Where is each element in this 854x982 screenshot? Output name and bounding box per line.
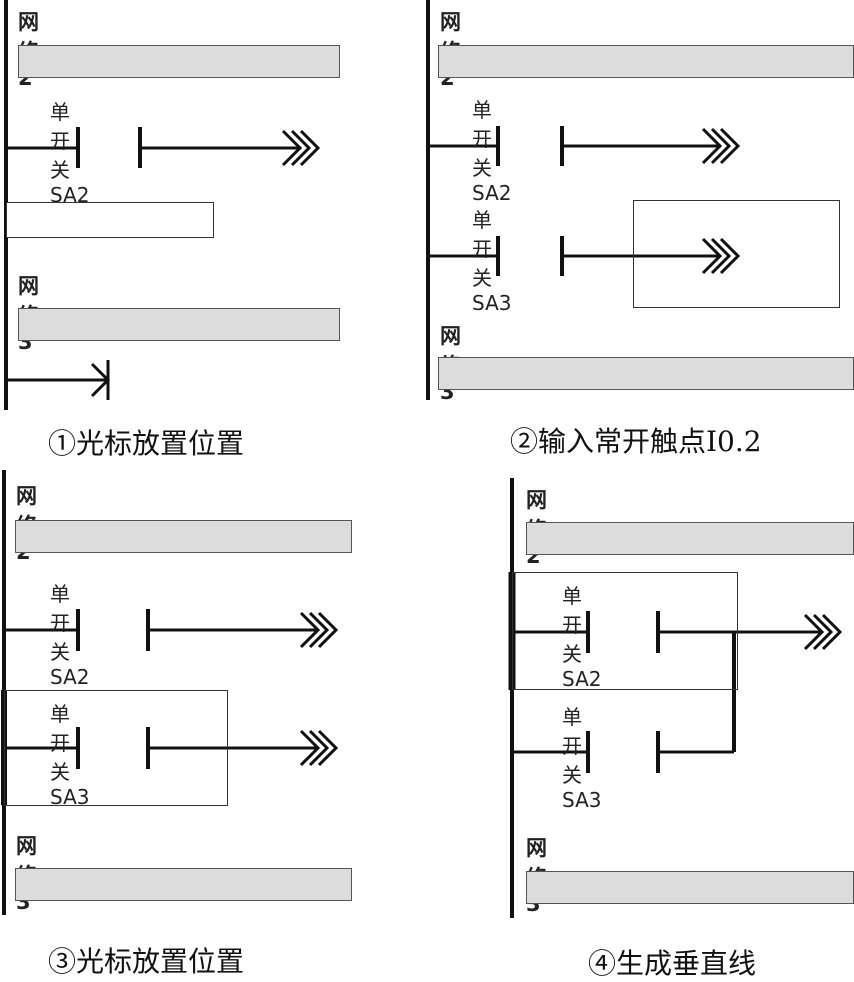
- contact-label-sa2: 单开关SA2: [562, 584, 602, 691]
- cursor-box[interactable]: [4, 690, 228, 806]
- cursor-box[interactable]: [512, 572, 738, 690]
- network-comment-bar[interactable]: [438, 45, 854, 78]
- contact-label-sa3: 单开关SA3: [562, 705, 602, 812]
- contact-label-sa2: 单开关SA2: [50, 582, 90, 689]
- network-comment-bar[interactable]: [438, 357, 854, 390]
- network-comment-bar[interactable]: [18, 308, 340, 341]
- network-comment-bar[interactable]: [526, 871, 854, 904]
- caption-2: ②输入常开触点I0.2: [510, 425, 762, 458]
- cursor-box[interactable]: [6, 202, 214, 238]
- caption-3: ③光标放置位置: [48, 945, 245, 978]
- network-comment-bar[interactable]: [18, 45, 340, 78]
- network-comment-bar[interactable]: [15, 868, 352, 901]
- network-comment-bar[interactable]: [526, 522, 854, 555]
- network-comment-bar[interactable]: [15, 520, 352, 553]
- contact-label-sa3: 单开关SA3: [472, 208, 512, 315]
- contact-label-sa2: 单开关SA2: [472, 98, 512, 205]
- cursor-box[interactable]: [633, 200, 840, 308]
- caption-4: ④生成垂直线: [588, 947, 757, 980]
- caption-1: ①光标放置位置: [48, 427, 245, 460]
